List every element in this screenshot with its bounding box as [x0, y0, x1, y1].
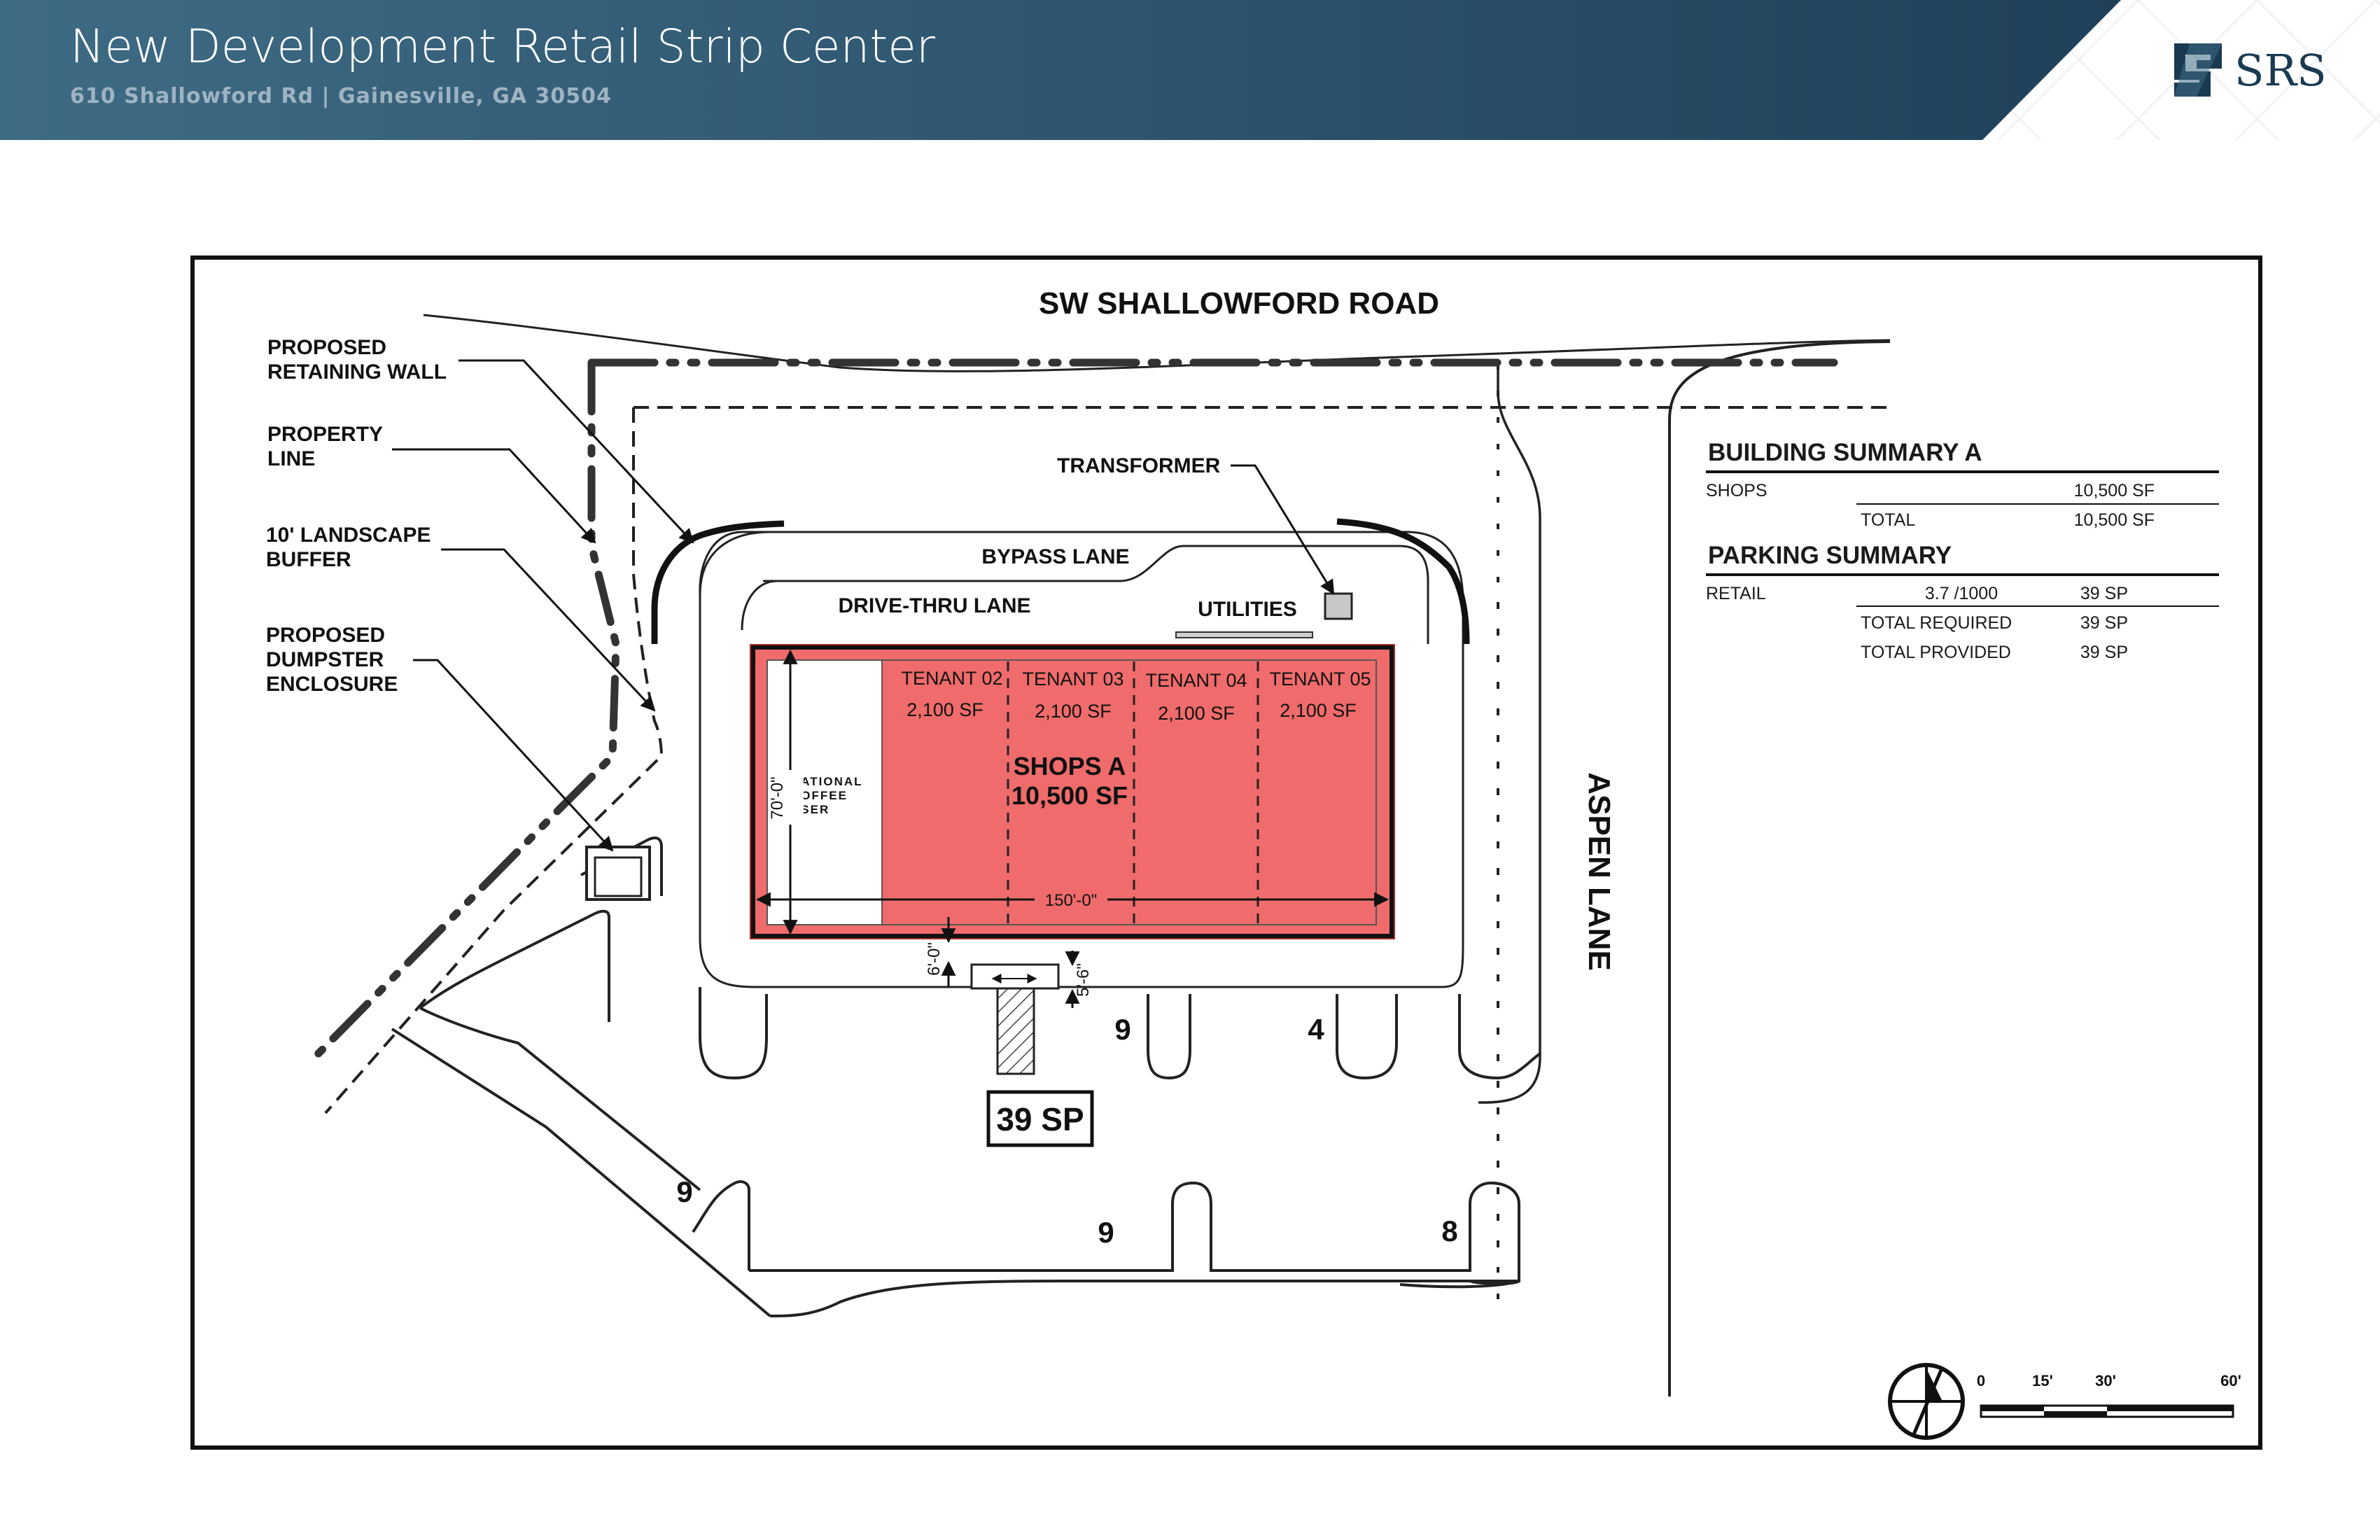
callout-dumpster-line1: PROPOSED: [266, 624, 385, 647]
parking-counts: 9 4 9 9 8 39 SP: [676, 1013, 1457, 1249]
scale-label-60: 60': [2220, 1372, 2241, 1390]
coffee-label-line1: NATIONAL: [791, 775, 863, 788]
drive-thru-lane-label: DRIVE-THRU LANE: [839, 594, 1031, 617]
setback-5-6-text: 5'-6": [1074, 963, 1093, 997]
transformer-box: [1324, 592, 1353, 620]
srs-logo-icon: [2174, 43, 2222, 97]
shops-a-label: SHOPS A: [1014, 752, 1126, 780]
retail-row-value: 39 SP: [2080, 584, 2128, 603]
callout-transformer: TRANSFORMER: [1057, 454, 1221, 477]
coffee-label-line2: COFFEE: [791, 789, 848, 802]
callout-retaining-wall-line2: RETAINING WALL: [267, 360, 447, 384]
tenant-04-sf: 2,100 SF: [1158, 703, 1235, 724]
parking-count-front-left: 9: [1114, 1013, 1130, 1046]
callout-buffer-line2: BUFFER: [266, 548, 351, 571]
scale-label-30: 30': [2095, 1372, 2116, 1390]
retail-row-label: RETAIL: [1706, 584, 1766, 603]
provided-row-label: TOTAL PROVIDED: [1861, 643, 2011, 662]
shops-row-label: SHOPS: [1706, 481, 1768, 500]
parking-count-southeast: 8: [1441, 1214, 1457, 1247]
header-banner: New Development Retail Strip Center 610 …: [0, 0, 2380, 140]
callout-labels: PROPOSED RETAINING WALL PROPERTY LINE 10…: [266, 336, 1221, 696]
patio-walkway: [970, 963, 1060, 1075]
parking-count-front-right: 4: [1308, 1013, 1324, 1046]
tenant-dividers: [1007, 662, 1259, 924]
retail-row-ratio: 3.7 /1000: [1925, 584, 1998, 603]
callout-property-line-line2: LINE: [267, 447, 315, 470]
shops-row-value: 10,500 SF: [2074, 481, 2155, 500]
parking-total-box: [986, 1090, 1094, 1147]
summary-panel: BUILDING SUMMARY A SHOPS 10,500 SF TOTAL…: [1706, 439, 2219, 662]
srs-logo-text: SRS: [2234, 45, 2327, 96]
callout-buffer-line1: 10' LANDSCAPE: [266, 524, 431, 547]
building-outline: [751, 645, 1394, 938]
callout-dumpster-line3: ENCLOSURE: [266, 673, 398, 696]
tenant-03-name: TENANT 03: [1022, 668, 1124, 690]
provided-row-value: 39 SP: [2080, 643, 2128, 662]
setback-dimensions: [941, 917, 1080, 1008]
parking-count-south: 9: [1098, 1216, 1114, 1249]
lane-labels: BYPASS LANE DRIVE-THRU LANE UTILITIES: [839, 545, 1297, 621]
utilities-pad: [1175, 631, 1313, 638]
utilities-label: UTILITIES: [1198, 598, 1297, 621]
bypass-lane-label: BYPASS LANE: [981, 545, 1129, 568]
parking-summary-heading: PARKING SUMMARY: [1708, 542, 1952, 569]
total-row-label: TOTAL: [1861, 510, 1915, 530]
page-title: New Development Retail Strip Center: [70, 20, 935, 74]
retaining-wall-arcs: [651, 518, 1470, 645]
tenant-05-name: TENANT 05: [1269, 668, 1371, 690]
parking-count-west: 9: [676, 1175, 692, 1208]
parking-total-label: 39 SP: [996, 1101, 1084, 1138]
scale-bar: 0 15' 30' 60': [1977, 1372, 2241, 1418]
callout-dumpster-line2: DUMPSTER: [266, 648, 384, 671]
scale-label-15: 15': [2032, 1372, 2053, 1390]
tenant-05-sf: 2,100 SF: [1280, 700, 1357, 721]
building-labels: NATIONAL COFFEE USER TENANT 02 2,100 SF …: [768, 668, 1371, 997]
road-label-aspen: ASPEN LANE: [1582, 772, 1616, 971]
required-row-label: TOTAL REQUIRED: [1861, 613, 2012, 633]
shops-a-sf: 10,500 SF: [1011, 781, 1128, 810]
drive-lanes: [699, 531, 1429, 644]
dumpster-enclosure: [585, 846, 651, 901]
callout-retaining-wall-line1: PROPOSED: [267, 336, 386, 359]
setback-6-text: 6'-0": [925, 942, 944, 976]
tenant-02-sf: 2,100 SF: [906, 699, 983, 720]
building-summary-heading: BUILDING SUMMARY A: [1708, 439, 1982, 466]
road-label-shallowford: SW SHALLOWFORD ROAD: [1039, 286, 1439, 321]
callout-property-line-line1: PROPERTY: [267, 423, 383, 446]
required-row-value: 39 SP: [2080, 613, 2128, 633]
tenant-03-sf: 2,100 SF: [1035, 701, 1112, 722]
srs-logo: SRS: [2169, 41, 2327, 99]
retaining-wall-line: [311, 358, 1838, 1061]
depth-dimension-text: 70'-0": [768, 776, 787, 819]
north-arrow-icon: [1888, 1363, 1965, 1440]
page-subtitle-address: 610 Shallowford Rd | Gainesville, GA 305…: [70, 84, 612, 108]
width-dimension-text: 150'-0": [1045, 891, 1097, 910]
scale-label-0: 0: [1977, 1372, 1985, 1390]
total-row-value: 10,500 SF: [2074, 510, 2155, 530]
callout-leaders: [392, 359, 1335, 852]
tenant-02-name: TENANT 02: [901, 668, 1002, 689]
tenant-04-name: TENANT 04: [1145, 670, 1247, 691]
